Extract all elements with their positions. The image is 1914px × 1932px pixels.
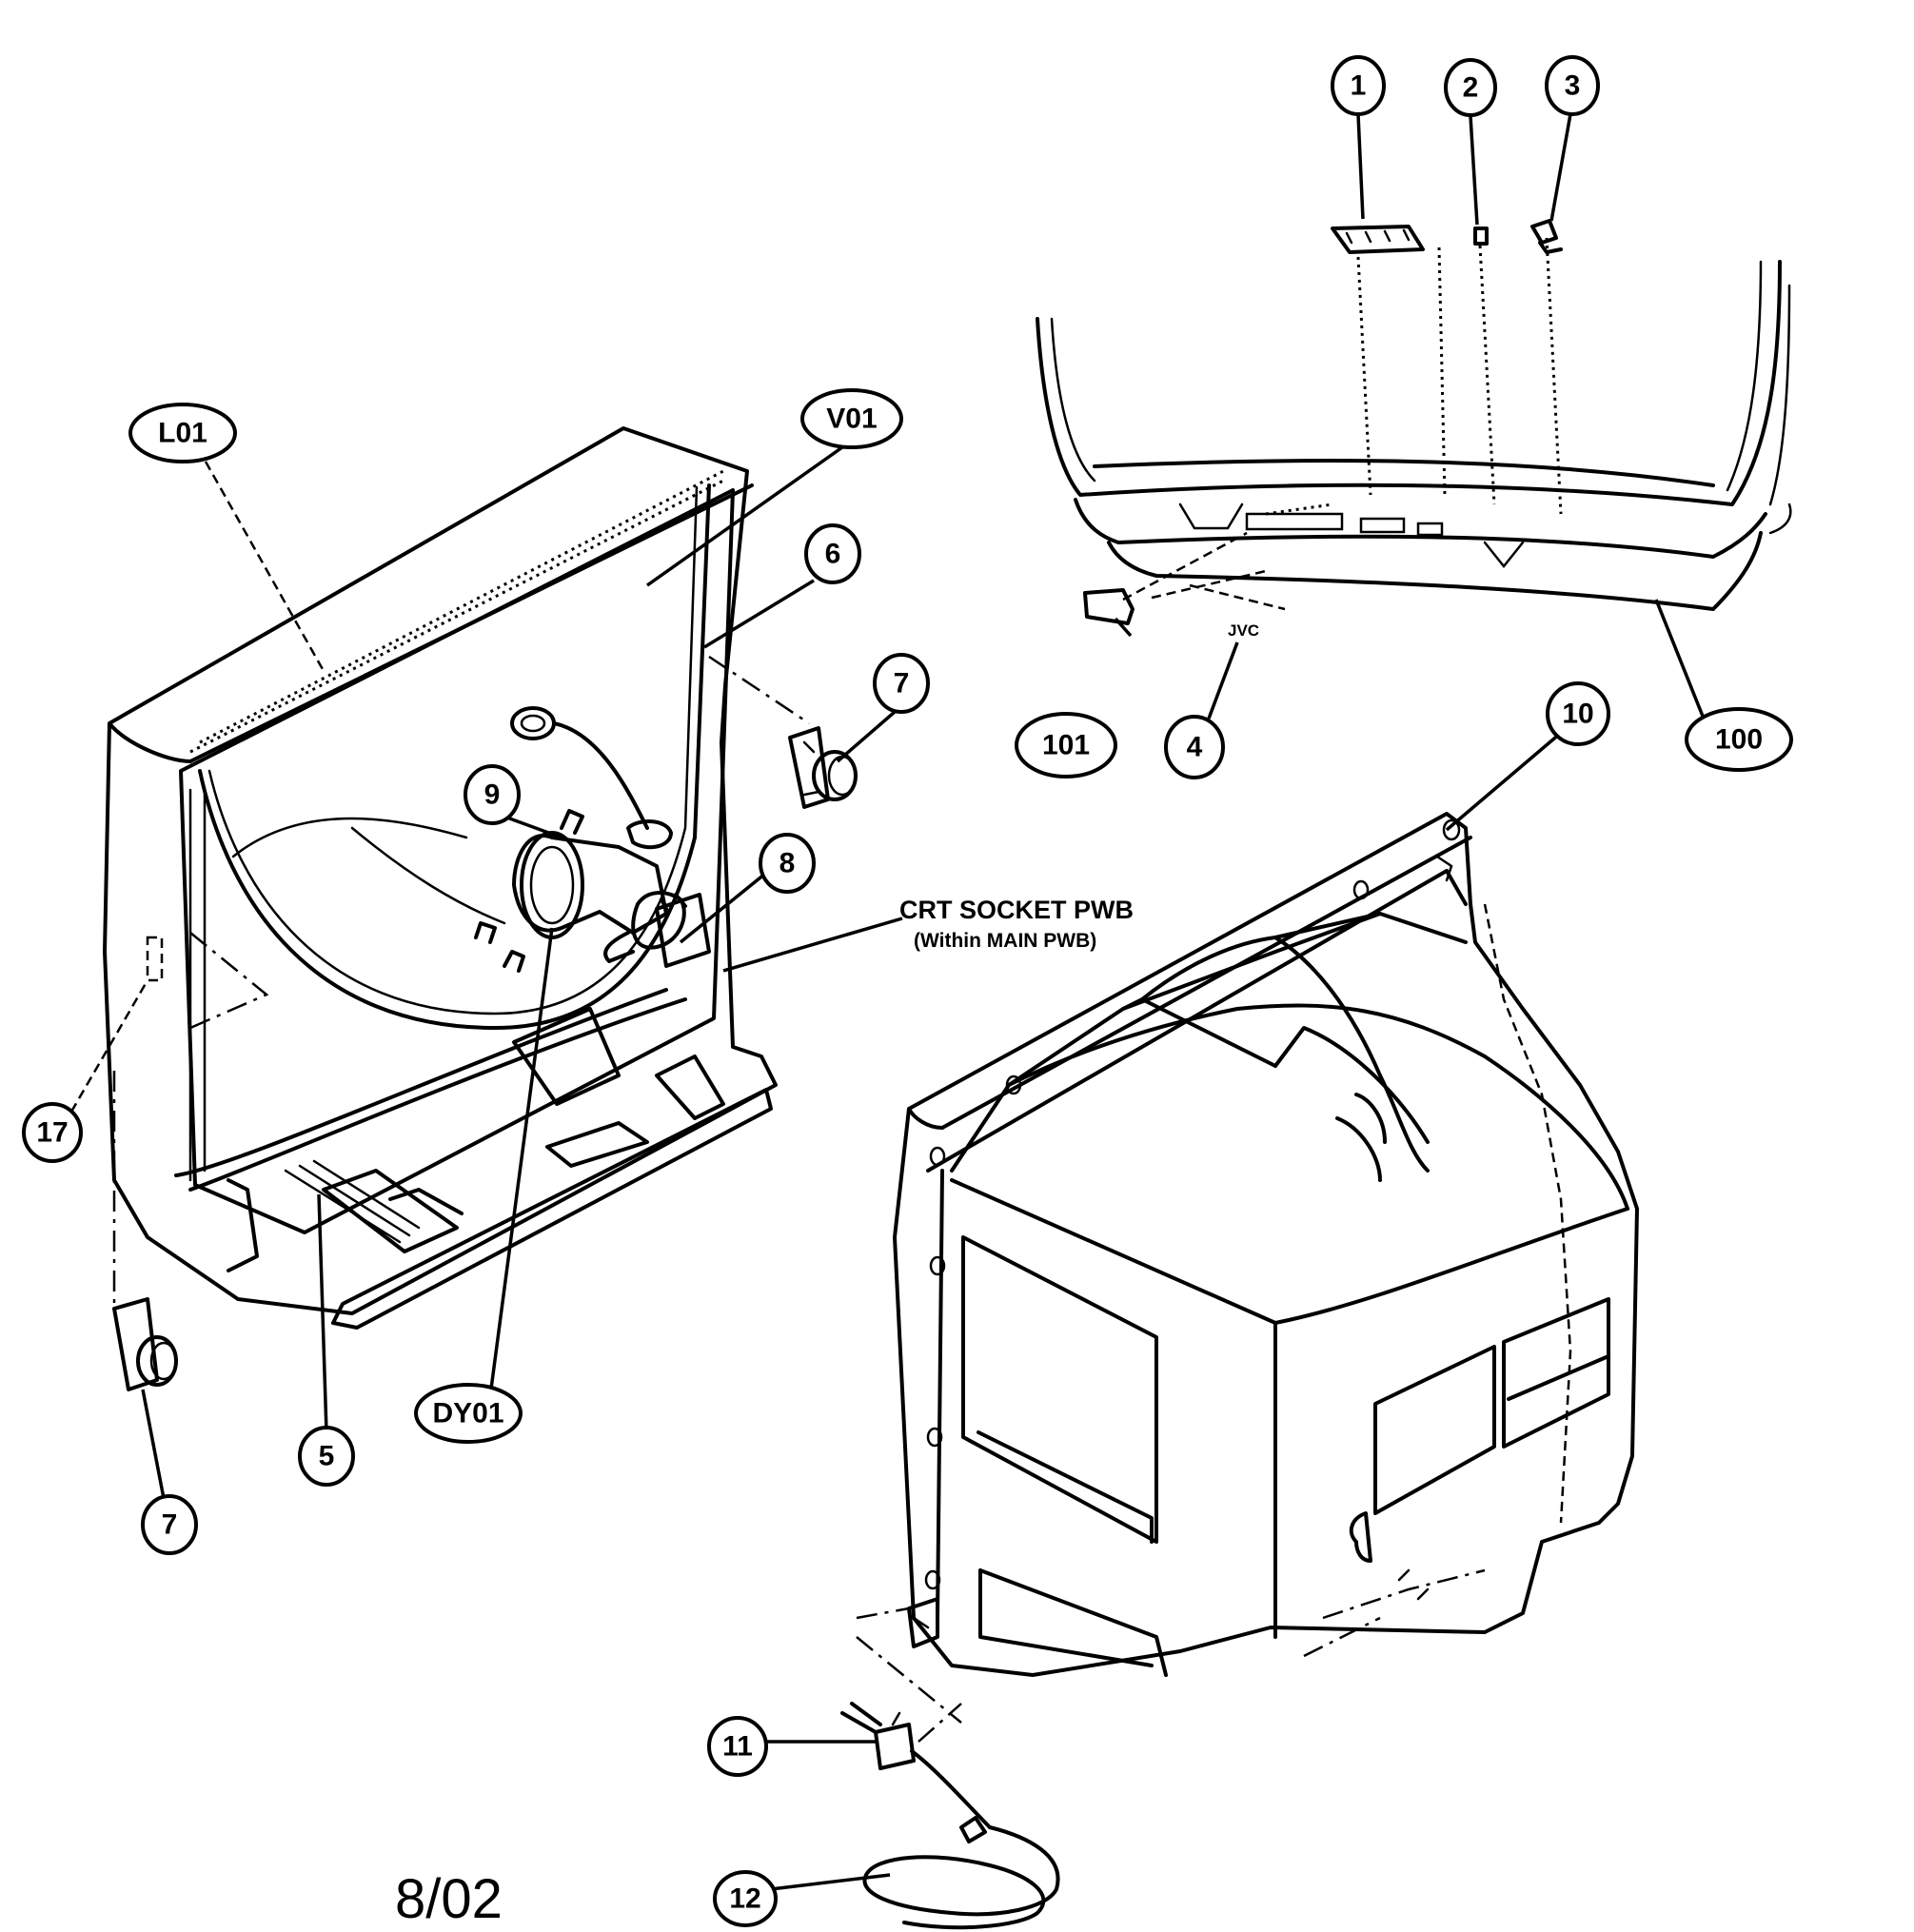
svg-text:4: 4 [1187, 732, 1203, 763]
svg-text:7: 7 [162, 1509, 178, 1541]
svg-text:12: 12 [729, 1883, 760, 1915]
svg-text:5: 5 [319, 1441, 335, 1472]
svg-text:2: 2 [1463, 72, 1479, 104]
svg-text:8: 8 [779, 848, 796, 879]
revision-date: 8/02 [395, 1868, 503, 1930]
callout-DY01: DY01 [414, 1383, 523, 1444]
part-1-control-buttons [1331, 225, 1425, 254]
callout-12: 12 [713, 1870, 778, 1927]
jvc-logo: JVC [1228, 621, 1259, 640]
callout-L01: L01 [128, 403, 237, 463]
svg-text:7: 7 [894, 668, 910, 700]
part-4-logo: JVC [1228, 621, 1259, 640]
svg-text:100: 100 [1715, 724, 1763, 756]
callout-17: 17 [22, 1102, 83, 1163]
callout-3: 3 [1545, 55, 1600, 116]
svg-text:L01: L01 [158, 418, 207, 449]
svg-text:9: 9 [484, 779, 501, 811]
callout-100: 100 [1685, 707, 1793, 772]
svg-text:101: 101 [1042, 730, 1090, 761]
callout-4: 4 [1164, 715, 1225, 779]
part-2-lens [1473, 227, 1489, 246]
svg-text:1: 1 [1351, 70, 1367, 102]
cabinet-with-crt [103, 426, 778, 1330]
speaker-right [788, 726, 858, 809]
callout-7-right: 7 [873, 653, 930, 714]
callout-2: 2 [1444, 58, 1497, 117]
svg-text:10: 10 [1562, 699, 1593, 730]
part-12-power-cord [862, 1749, 1060, 1930]
callout-6: 6 [804, 523, 861, 584]
rear-cover [893, 812, 1639, 1677]
crt-socket-pwb-sublabel: (Within MAIN PWB) [914, 930, 1096, 952]
callout-11: 11 [707, 1716, 768, 1777]
svg-text:6: 6 [825, 539, 841, 570]
svg-text:V01: V01 [826, 404, 877, 435]
svg-text:17: 17 [36, 1117, 68, 1149]
callout-7-left: 7 [141, 1494, 198, 1555]
svg-text:3: 3 [1565, 70, 1581, 102]
callout-101: 101 [1015, 712, 1117, 779]
part-101-badge [1083, 588, 1135, 625]
callout-8: 8 [759, 833, 816, 894]
svg-text:DY01: DY01 [432, 1398, 503, 1429]
part-11-cord-clamp [840, 1702, 916, 1770]
callout-9: 9 [464, 764, 521, 825]
callout-5: 5 [298, 1426, 355, 1487]
callout-V01: V01 [800, 388, 903, 449]
svg-text:11: 11 [722, 1731, 753, 1763]
leader-lines [69, 113, 1707, 1891]
callout-1: 1 [1331, 55, 1386, 116]
speaker-left [112, 1297, 178, 1391]
callout-10: 10 [1546, 681, 1610, 746]
part-3-switch [1530, 219, 1563, 254]
front-cabinet [1036, 260, 1792, 611]
crt-socket-pwb-label: CRT SOCKET PWB [899, 896, 1134, 924]
